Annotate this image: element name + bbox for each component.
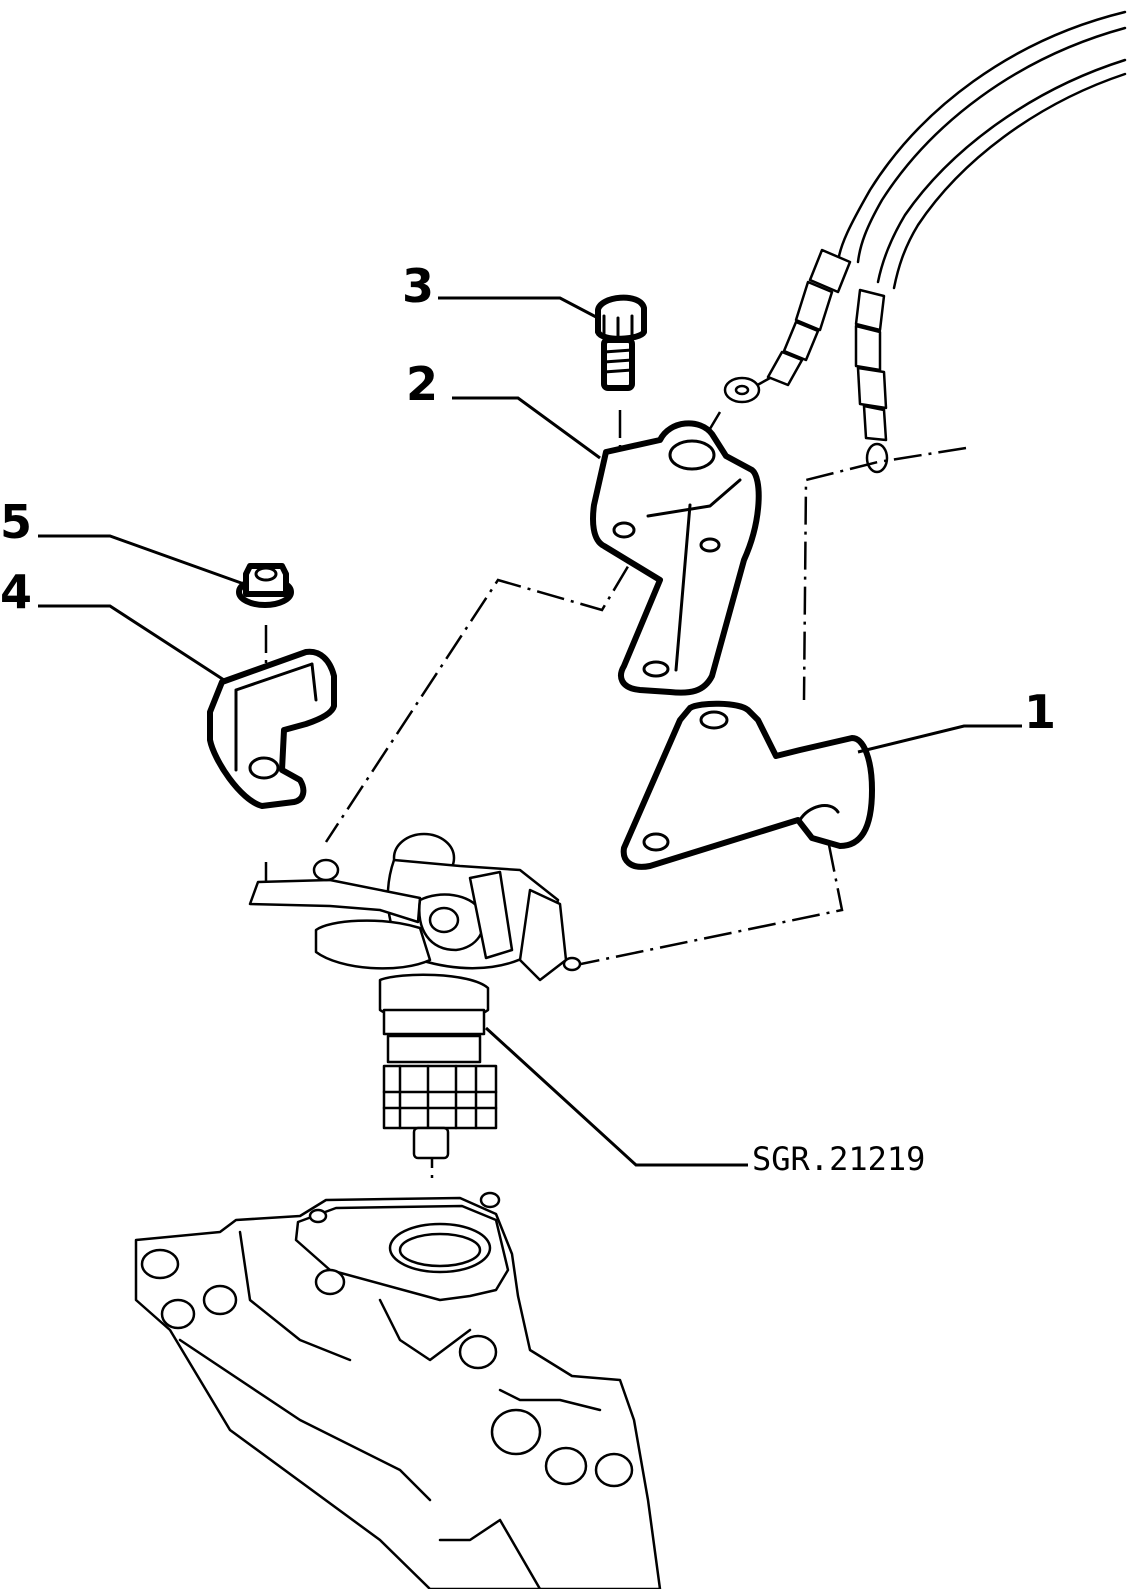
leader-4	[38, 604, 225, 682]
callout-labels: 1 2 3 4 5 SGR.21219	[0, 259, 1056, 1178]
callout-4: 4	[0, 565, 32, 619]
part-3-bolt	[595, 294, 647, 391]
part-5-flange-nut	[236, 563, 294, 608]
gear-lever-assembly	[248, 832, 582, 1160]
part-2-cable-support-bracket	[590, 420, 762, 696]
leader-code	[484, 1026, 748, 1167]
reference-code: SGR.21219	[752, 1140, 925, 1178]
leader-1	[857, 724, 1022, 754]
part-4-retaining-clip	[207, 648, 337, 809]
leader-lines	[38, 296, 1022, 1167]
leader-3	[438, 296, 599, 320]
gearshift-cables	[723, 10, 1127, 474]
leader-2	[452, 396, 601, 460]
leader-5	[38, 534, 245, 586]
part-1-flat-bracket	[620, 700, 875, 870]
callout-5: 5	[0, 495, 32, 549]
callout-1: 1	[1024, 685, 1056, 739]
callout-3: 3	[402, 259, 434, 313]
callout-2: 2	[406, 357, 438, 411]
gearbox-casing	[134, 1191, 662, 1589]
